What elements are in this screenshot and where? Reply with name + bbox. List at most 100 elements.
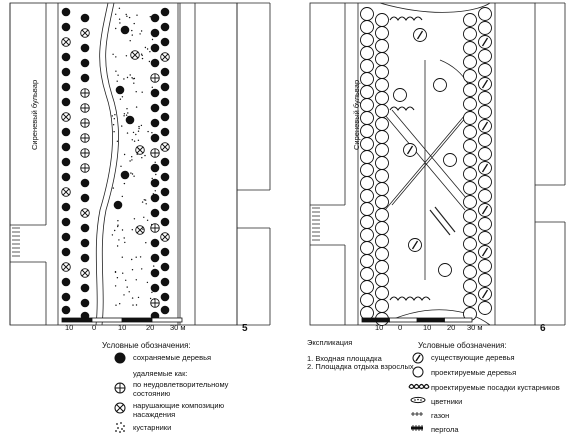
plan-6-designed-tree [463,223,477,237]
plan-6-designed-tree [375,299,389,313]
pergola-structure [429,206,456,236]
plan-6-designed-tree [463,83,477,97]
plan-6-designed-tree [463,251,477,265]
plan-6-designed-tree [478,147,492,161]
legend-5-item-shrubs: кустарники [133,423,172,432]
plan-5-tree-preserved [160,305,170,315]
plan-6-designed-tree [478,91,492,105]
plan-6-designed-tree [443,153,457,167]
legend-6-item-flowerbed: цветники [431,397,463,406]
plan-6-existing-tree [478,77,492,91]
scale-label-5-a: 10 [65,323,74,332]
plan-5-tree-comp [160,142,170,152]
plan-6-designed-tree [478,21,492,35]
plan-6-designed-tree [375,286,389,300]
plan-6-designed-tree [360,176,374,190]
plan-6-designed-tree [463,209,477,223]
legend-6-item-designed: проектируемые деревья [431,368,517,377]
plan-6-design: Сиреневый бульвар 10 0 10 20 30 м [290,0,575,335]
plan-5-tree-preserved [160,67,170,77]
plan-5-tree-poor [80,103,90,113]
plan-6-designed-tree [360,137,374,151]
plan-6-designed-tree [438,263,452,277]
plan-6-designed-tree [360,7,374,21]
plan-6-existing-tree [478,119,492,133]
plan-6-existing-tree [478,203,492,217]
plan-5-tree-poor [80,148,90,158]
plan-5-tree-comp [135,225,145,235]
plan-5-tree-poor [80,133,90,143]
plan-6-designed-tree [463,237,477,251]
plan-5-tree-preserved [150,118,160,128]
explication-item-2: 2. Площадка отдыха взрослых [307,362,414,371]
plan-5-tree-preserved [150,133,160,143]
legend-5-item-poor: по неудовлетворительному состоянию [133,380,229,398]
plan-6-designed-tree [433,78,447,92]
plan-6-existing-tree [478,35,492,49]
plan-6-frame [309,2,536,326]
plan-5-path [95,2,113,326]
scale-label-5-c: 10 [118,323,127,332]
plan-6-designed-tree [360,59,374,73]
plan-5-tree-preserved [80,298,90,308]
plan-6-shrub-belts [389,16,431,301]
plan-6-designed-tree [478,301,492,315]
figure-number-5: 5 [242,323,248,334]
plan-5-tree-preserved [160,127,170,137]
shrubs-icon [115,422,125,433]
plan-6-designed-tree [463,195,477,209]
plan-6-existing-tree [478,287,492,301]
plan-6-existing-tree [478,161,492,175]
plan-6-designed-tree [478,49,492,63]
plan-6-designed-tree [375,260,389,274]
plan-6-designed-tree [360,228,374,242]
plan-5-tree-preserved [150,178,160,188]
plan-6-designed-tree [360,124,374,138]
plan-6-designed-tree [375,221,389,235]
plan-5-tree-preserved [150,283,160,293]
plan-6-designed-tree [463,153,477,167]
scale-bar-6 [361,317,473,323]
plan-5-tree-preserved [61,277,71,287]
plan-5-tree-poor [150,298,160,308]
plan-6-designed-tree [375,182,389,196]
legend-5-item-composition: нарушающие композицию насаждения [133,401,225,419]
plan-5-tree-preserved [80,193,90,203]
plan-6-designed-tree [393,88,407,102]
plan-5-tree-comp [135,145,145,155]
scale-label-5-d: 20 [146,323,155,332]
legend-5-item-removed-as: удаляемые как: [133,369,188,378]
legend-6-item-lawn: газон [431,411,450,420]
plan-6-designed-tree [360,215,374,229]
plan-6-designed-tree [478,63,492,77]
plan-6-designed-tree [375,169,389,183]
plan-5-tree-preserved [61,157,71,167]
plan-5-tree-preserved [160,172,170,182]
plan-6-designed-tree [360,150,374,164]
designed-shrubs-icon [408,383,430,390]
plan-5-tree-preserved [80,223,90,233]
plan-5-tree-layer [61,7,170,321]
plan-5-tree-preserved [120,25,130,35]
plan-6-designed-tree [375,117,389,131]
plan-5-tree-preserved [150,13,160,23]
plan-5-tree-preserved [125,115,135,125]
plan-5-tree-preserved [61,217,71,227]
plan-6-designed-tree [478,217,492,231]
plan-6-designed-tree [463,97,477,111]
plan-6-designed-tree [478,7,492,21]
street-label-5: Сиреневый бульвар [30,79,39,150]
plan-6-designed-tree [463,139,477,153]
plan-6-designed-tree [360,163,374,177]
plan-5-tree-preserved [61,82,71,92]
legend-6-item-shrubs: проектируемые посадки кустарников [431,383,560,392]
plan-5-tree-preserved [61,7,71,17]
plan-5-tree-preserved [160,37,170,47]
removed-tree-composition-icon [114,402,126,414]
plan-6-designed-tree [360,33,374,47]
plan-5-tree-preserved [61,52,71,62]
plan-5-tree-preserved [150,43,160,53]
plan-6-designed-tree [360,98,374,112]
plan-5-tree-preserved [80,43,90,53]
